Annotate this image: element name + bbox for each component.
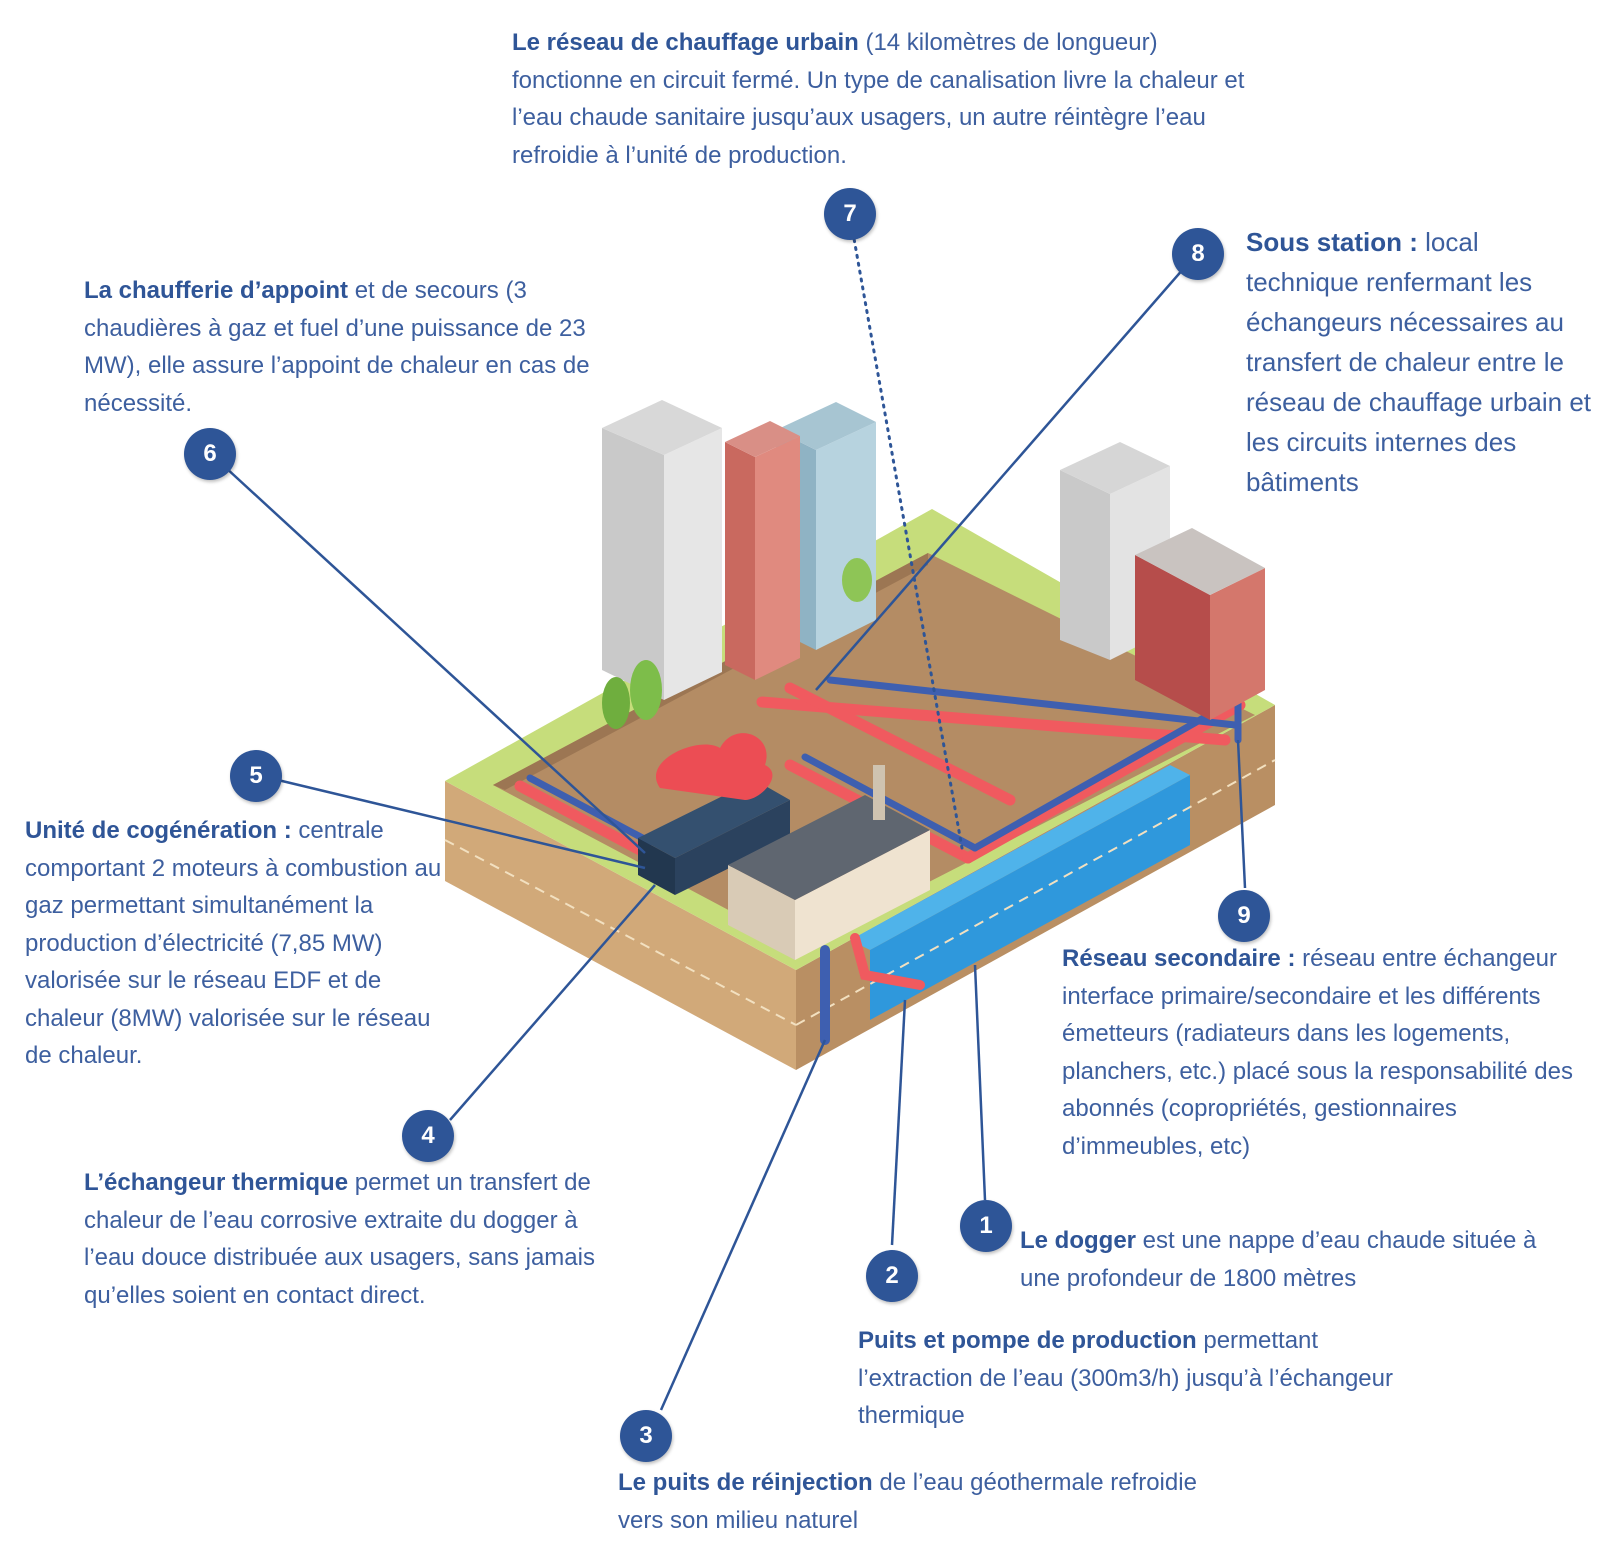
label-body: permettant l’extraction de l’eau (300m3/… xyxy=(858,1327,1393,1429)
badge-5: 5 xyxy=(230,750,282,802)
badge-2: 2 xyxy=(866,1250,918,1302)
tower-red xyxy=(725,421,800,680)
label-title: Unité de cogénération : xyxy=(25,817,292,844)
badge-1: 1 xyxy=(960,1200,1012,1252)
label-body: permet un transfert de chaleur de l’eau … xyxy=(84,1169,595,1309)
badge-6: 6 xyxy=(184,428,236,480)
label-body: local technique renfermant les échangeur… xyxy=(1246,227,1592,497)
label-body: (14 kilomètres de longueur) fonctionne e… xyxy=(512,29,1245,169)
label-production-well: Puits et pompe de production permettant … xyxy=(858,1322,1418,1435)
badge-7: 7 xyxy=(824,188,876,240)
badge-8: 8 xyxy=(1172,228,1224,280)
label-heat-exchanger: L’échangeur thermique permet un transfer… xyxy=(84,1164,629,1314)
label-title: Puits et pompe de production xyxy=(858,1327,1197,1354)
label-body: est une nappe d’eau chaude située à une … xyxy=(1020,1227,1537,1292)
label-district-heating-network: Le réseau de chauffage urbain (14 kilomè… xyxy=(512,24,1272,174)
label-reinjection-well: Le puits de réinjection de l’eau géother… xyxy=(618,1464,1218,1539)
boiler-house xyxy=(728,765,930,960)
label-title: Sous station : xyxy=(1246,227,1418,257)
label-body: centrale comportant 2 moteurs à combusti… xyxy=(25,817,442,1069)
label-backup-boiler: La chaufferie d’appoint et de secours (3… xyxy=(84,272,614,422)
label-dogger: Le dogger est une nappe d’eau chaude sit… xyxy=(1020,1222,1560,1297)
badge-9: 9 xyxy=(1218,890,1270,942)
building-brick-right xyxy=(1135,528,1265,720)
label-body: réseau entre échangeur interface primair… xyxy=(1062,945,1573,1160)
label-title: Le réseau de chauffage urbain xyxy=(512,29,859,56)
label-secondary-network: Réseau secondaire : réseau entre échange… xyxy=(1062,940,1582,1165)
label-title: La chaufferie d’appoint xyxy=(84,277,349,304)
label-title: L’échangeur thermique xyxy=(84,1169,349,1196)
label-title: Le puits de réinjection xyxy=(618,1469,873,1496)
badge-4: 4 xyxy=(402,1110,454,1162)
label-title: Réseau secondaire : xyxy=(1062,945,1296,972)
badge-3: 3 xyxy=(620,1410,672,1462)
cogeneration-unit xyxy=(638,733,790,895)
label-substation: Sous station : local technique renferman… xyxy=(1246,222,1596,502)
tower-grey xyxy=(602,400,722,700)
label-title: Le dogger xyxy=(1020,1227,1137,1254)
trees xyxy=(602,558,872,729)
label-body: de l’eau géothermale refroidie vers son … xyxy=(618,1469,1197,1534)
label-cogeneration: Unité de cogénération : centrale comport… xyxy=(25,812,445,1075)
label-body: et de secours (3 chaudières à gaz et fue… xyxy=(84,277,590,417)
